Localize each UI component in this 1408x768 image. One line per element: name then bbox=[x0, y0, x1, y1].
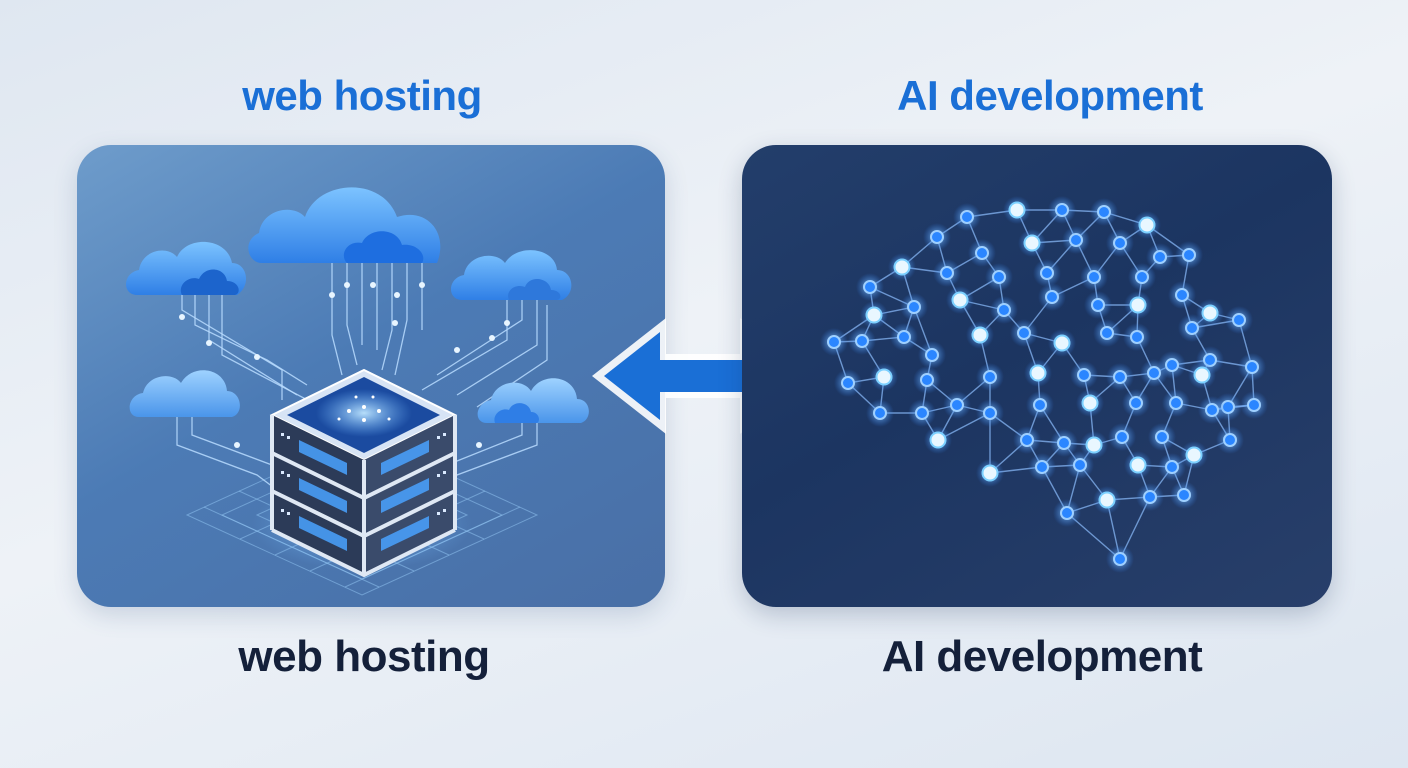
network-node bbox=[1193, 366, 1211, 384]
web-hosting-panel bbox=[77, 145, 665, 607]
network-node bbox=[897, 330, 911, 344]
network-node bbox=[1185, 446, 1203, 464]
network-node bbox=[827, 335, 841, 349]
network-node bbox=[1017, 326, 1031, 340]
network-node bbox=[1020, 433, 1034, 447]
network-node bbox=[1129, 396, 1143, 410]
web-hosting-title: web hosting bbox=[242, 72, 482, 119]
network-node bbox=[1069, 233, 1083, 247]
network-node bbox=[983, 406, 997, 420]
network-node bbox=[1182, 248, 1196, 262]
network-node bbox=[1223, 433, 1237, 447]
network-node bbox=[875, 368, 893, 386]
network-node bbox=[863, 280, 877, 294]
network-node bbox=[1091, 298, 1105, 312]
network-node bbox=[1087, 270, 1101, 284]
network-node bbox=[1175, 288, 1189, 302]
network-node bbox=[1205, 403, 1219, 417]
network-node bbox=[975, 246, 989, 260]
network-node bbox=[1057, 436, 1071, 450]
network-node bbox=[1185, 321, 1199, 335]
network-node bbox=[841, 376, 855, 390]
network-node bbox=[1129, 296, 1147, 314]
network-node bbox=[1098, 491, 1116, 509]
server-stack bbox=[269, 368, 458, 578]
network-node bbox=[1155, 430, 1169, 444]
cloud-right bbox=[450, 250, 572, 300]
network-node bbox=[950, 398, 964, 412]
network-node bbox=[1232, 313, 1246, 327]
cloud-top bbox=[248, 187, 441, 263]
network-node bbox=[925, 348, 939, 362]
network-node bbox=[1113, 370, 1127, 384]
network-node bbox=[865, 306, 883, 324]
network-node bbox=[992, 270, 1006, 284]
network-node bbox=[915, 406, 929, 420]
network-node bbox=[1023, 234, 1041, 252]
network-node bbox=[1177, 488, 1191, 502]
cloud-server-icon bbox=[125, 187, 589, 596]
network-node bbox=[1100, 326, 1114, 340]
network-node bbox=[1060, 506, 1074, 520]
network-node bbox=[983, 370, 997, 384]
cloud-left bbox=[125, 241, 247, 295]
network-node bbox=[1165, 358, 1179, 372]
ai-development-caption: AI development bbox=[881, 632, 1203, 681]
network-node bbox=[1033, 398, 1047, 412]
network-node bbox=[1143, 490, 1157, 504]
network-node bbox=[1073, 458, 1087, 472]
network-node bbox=[1045, 290, 1059, 304]
network-node bbox=[1040, 266, 1054, 280]
network-node bbox=[1129, 456, 1147, 474]
network-node bbox=[1113, 552, 1127, 566]
network-node bbox=[940, 266, 954, 280]
ai-development-title: AI development bbox=[897, 72, 1203, 119]
network-node bbox=[1138, 216, 1156, 234]
network-node bbox=[1055, 203, 1069, 217]
network-node bbox=[929, 431, 947, 449]
network-node bbox=[1085, 436, 1103, 454]
network-node bbox=[1135, 270, 1149, 284]
network-node bbox=[1147, 366, 1161, 380]
network-node bbox=[1130, 330, 1144, 344]
cloud-lower-left bbox=[129, 370, 240, 417]
neural-brain-icon bbox=[820, 196, 1268, 573]
network-node bbox=[1081, 394, 1099, 412]
network-node bbox=[907, 300, 921, 314]
network-node bbox=[873, 406, 887, 420]
network-node bbox=[1153, 250, 1167, 264]
network-node bbox=[1008, 201, 1026, 219]
web-hosting-caption: web hosting bbox=[238, 632, 490, 681]
network-node bbox=[920, 373, 934, 387]
ai-development-panel bbox=[742, 145, 1332, 607]
network-node bbox=[855, 334, 869, 348]
network-node bbox=[1077, 368, 1091, 382]
circuit-dots bbox=[179, 282, 510, 448]
network-node bbox=[1245, 360, 1259, 374]
network-node bbox=[997, 303, 1011, 317]
network-node bbox=[1169, 396, 1183, 410]
network-node bbox=[1165, 460, 1179, 474]
network-node bbox=[1113, 236, 1127, 250]
network-node bbox=[930, 230, 944, 244]
network-node bbox=[981, 464, 999, 482]
network-node bbox=[971, 326, 989, 344]
network-node bbox=[1029, 364, 1047, 382]
network-node bbox=[893, 258, 911, 276]
network-node bbox=[1115, 430, 1129, 444]
network-node bbox=[1201, 304, 1219, 322]
cloud-lower-right bbox=[477, 378, 589, 423]
network-node bbox=[1035, 460, 1049, 474]
network-node bbox=[1053, 334, 1071, 352]
network-node bbox=[960, 210, 974, 224]
network-node bbox=[951, 291, 969, 309]
network-node bbox=[1247, 398, 1261, 412]
network-node bbox=[1097, 205, 1111, 219]
